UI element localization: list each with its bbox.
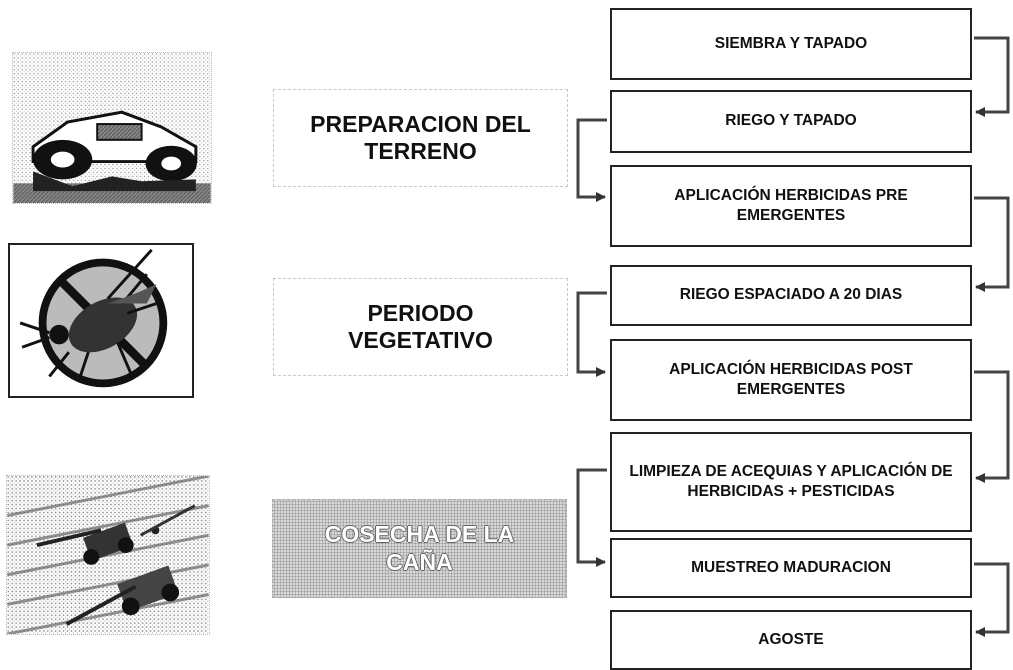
phase-cosecha-de-la-cana: COSECHA DE LA CAÑA [272,499,567,598]
bracket-preparacion [576,118,607,202]
step-agoste: AGOSTE [610,610,972,670]
step-riego-y-tapado: RIEGO Y TAPADO [610,90,972,153]
step-herbicidas-post-emergentes: APLICACIÓN HERBICIDAS POST EMERGENTES [610,339,972,421]
step-herbicidas-pre-emergentes: APLICACIÓN HERBICIDAS PRE EMERGENTES [610,165,972,247]
harvester-illustration [6,474,210,636]
tractor-illustration [12,52,212,204]
step-siembra-y-tapado: SIEMBRA Y TAPADO [610,8,972,80]
bracket-cosecha [576,468,607,567]
right-connector-4 [974,562,1010,637]
right-connector-3 [974,370,1010,483]
step-muestreo-maduracion: MUESTREO MADURACION [610,538,972,598]
bracket-periodo [576,291,607,377]
phase-periodo-vegetativo: PERIODO VEGETATIVO [273,278,568,376]
phase-preparacion-del-terreno: PREPARACION DEL TERRENO [273,89,568,187]
step-limpieza-acequias: LIMPIEZA DE ACEQUIAS Y APLICACIÓN DE HER… [610,432,972,532]
right-connector-2 [974,196,1010,292]
insect-prohibited-illustration [8,243,194,398]
step-riego-espaciado: RIEGO ESPACIADO A 20 DIAS [610,265,972,326]
right-connector-1 [974,36,1010,117]
